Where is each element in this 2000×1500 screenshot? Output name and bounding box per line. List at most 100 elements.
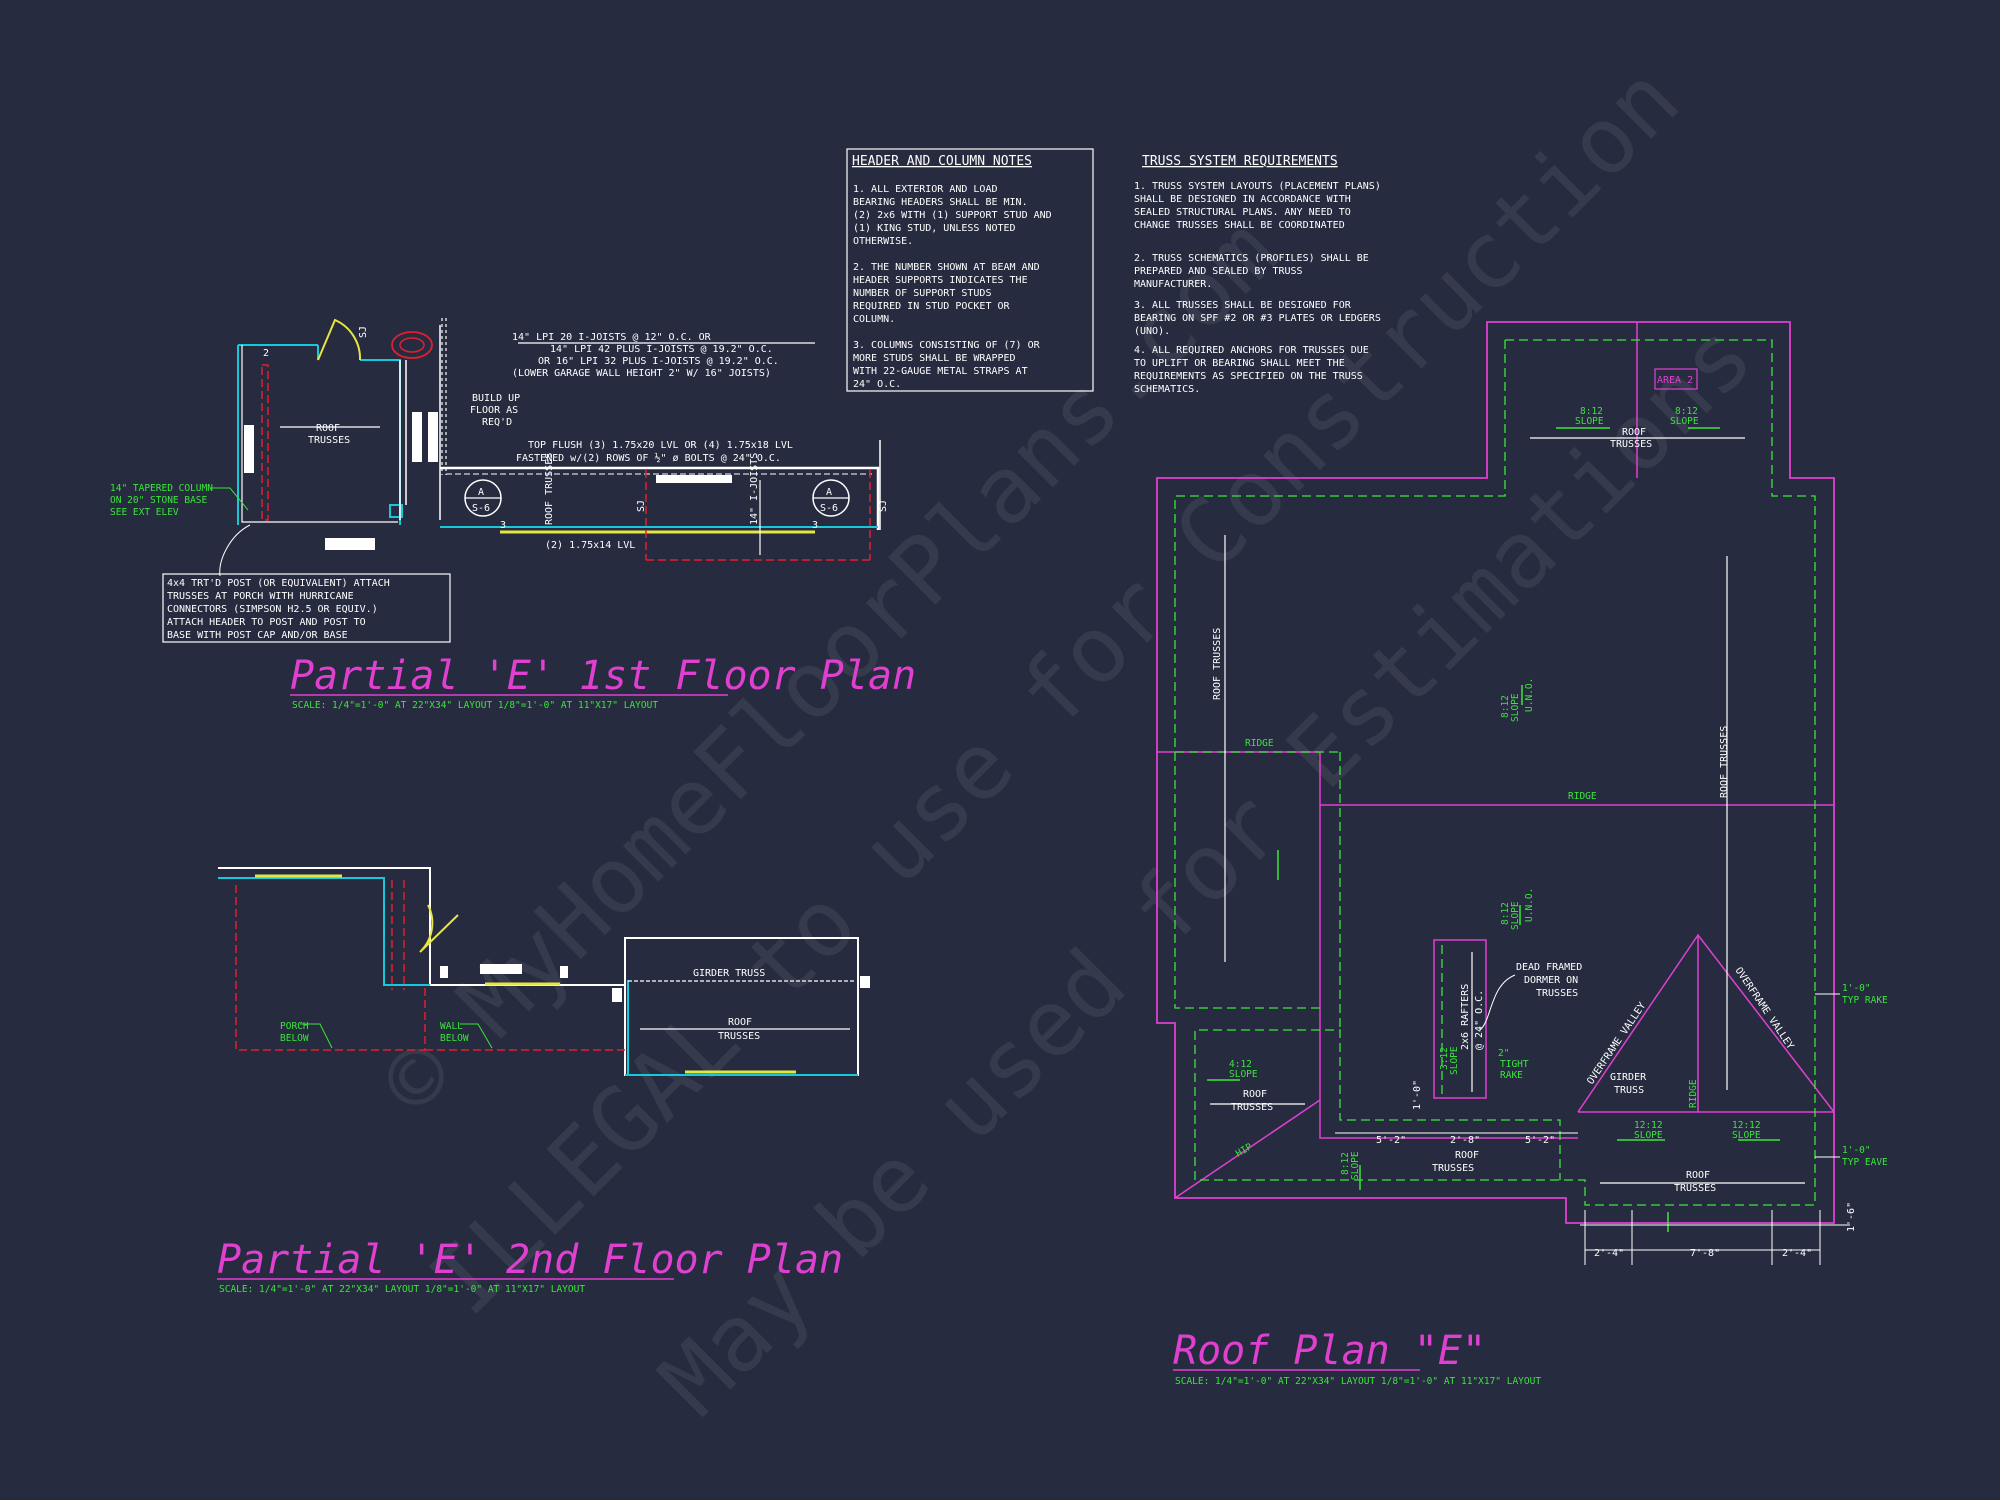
roof-trusses-label: ROOF [728, 1017, 752, 1028]
dimension-label: 5'-2" [1376, 1135, 1406, 1146]
truss-note-line: 2. TRUSS SCHEMATICS (PROFILES) SHALL BE [1134, 253, 1369, 264]
post-note-line: ATTACH HEADER TO POST AND POST TO [167, 617, 366, 628]
header-column-note-line: OTHERWISE. [853, 236, 913, 247]
wall-below-label: BELOW [440, 1033, 469, 1044]
roof-trusses-label: TRUSSES [718, 1031, 760, 1042]
sj-label: SJ [358, 326, 369, 338]
truss-note-line: BEARING ON SPF #2 OR #3 PLATES OR LEDGER… [1134, 313, 1381, 324]
slope-label: 4:12 [1229, 1059, 1252, 1070]
section-marker-letter: A [478, 487, 484, 498]
post-note-line: BASE WITH POST CAP AND/OR BASE [167, 630, 348, 641]
first-floor-plan: A S-6 A S-6 14" LPI 20 I-JOISTS @ 12" O.… [110, 318, 916, 711]
first-floor-scale: SCALE: 1/4"=1'-0" AT 22"X34" LAYOUT 1/8"… [292, 700, 658, 711]
sj-label: SJ [878, 500, 889, 512]
header-column-note-line: WITH 22-GAUGE METAL STRAPS AT [853, 366, 1028, 377]
roof-trusses-label: TRUSSES [1432, 1163, 1474, 1174]
joist-note-line: 14" LPI 42 PLUS I-JOISTS @ 19.2" O.C. [550, 344, 773, 355]
column-note: SEE EXT ELEV [110, 507, 179, 518]
area-2-label: AREA 2 [1657, 375, 1693, 386]
ridge-label: RIDGE [1568, 791, 1597, 802]
typ-rake-note: TYP RAKE [1842, 995, 1888, 1006]
section-marker-ref: S-6 [472, 503, 490, 514]
wall-number: 3 [812, 520, 818, 531]
girder-truss-label: GIRDER [1610, 1072, 1647, 1083]
truss-note-line: (UNO). [1134, 326, 1170, 337]
tight-rake-note: RAKE [1500, 1070, 1523, 1081]
header-column-note-line: MORE STUDS SHALL BE WRAPPED [853, 353, 1016, 364]
dormer-note: TRUSSES [1536, 988, 1578, 999]
joist-note-line: 14" LPI 20 I-JOISTS @ 12" O.C. OR [512, 332, 712, 343]
slope-label: U.N.O. [1524, 678, 1535, 712]
typ-rake-note: 1'-0" [1842, 983, 1871, 994]
header-column-note-line: 1. ALL EXTERIOR AND LOAD [853, 184, 998, 195]
slope-label: 12:12 [1732, 1120, 1761, 1131]
first-floor-plan-title: Partial 'E' 1st Floor Plan [290, 653, 916, 699]
slope-label: SLOPE [1350, 1151, 1361, 1180]
wall-number: 3 [500, 520, 506, 531]
slope-label: 8:12 [1500, 695, 1511, 718]
roof-plan-title: Roof Plan "E" [1173, 1328, 1486, 1374]
truss-note-line: 4. ALL REQUIRED ANCHORS FOR TRUSSES DUE [1134, 345, 1369, 356]
roof-trusses-label: TRUSSES [308, 435, 350, 446]
dimension-label: 1'-6" [1846, 1202, 1857, 1232]
slope-label: SLOPE [1575, 416, 1604, 427]
dormer-note: DORMER ON [1524, 975, 1578, 986]
truss-note-line: CHANGE TRUSSES SHALL BE COORDINATED [1134, 220, 1345, 231]
hip-label: HIP [1234, 1141, 1255, 1159]
dimension-label: 1'-0" [1412, 1080, 1423, 1110]
slope-label: 8:12 [1675, 406, 1698, 417]
roof-trusses-label: ROOF [1455, 1150, 1479, 1161]
section-marker-ref: S-6 [820, 503, 838, 514]
dimension-label: 2'-4" [1782, 1248, 1812, 1259]
truss-note-line: SHALL BE DESIGNED IN ACCORDANCE WITH [1134, 194, 1351, 205]
build-up-note: REQ'D [482, 417, 512, 428]
porch-below-label: PORCH [280, 1021, 309, 1032]
slope-label: 8:12 [1340, 1152, 1351, 1175]
truss-note-line: REQUIREMENTS AS SPECIFIED ON THE TRUSS [1134, 371, 1363, 382]
girder-truss-label: GIRDER TRUSS [693, 968, 765, 979]
porch-below-label: BELOW [280, 1033, 309, 1044]
slope-label: SLOPE [1634, 1130, 1663, 1141]
roof-trusses-label: ROOF [1686, 1170, 1710, 1181]
tight-rake-note: 2" [1498, 1048, 1509, 1059]
slope-label: 12:12 [1634, 1120, 1663, 1131]
slope-label: 8:12 [1580, 406, 1603, 417]
truss-note-line: PREPARED AND SEALED BY TRUSS [1134, 266, 1303, 277]
typ-eave-note: TYP EAVE [1842, 1157, 1888, 1168]
slope-label: U.N.O. [1524, 888, 1535, 922]
dimension-label: 2'-4" [1594, 1248, 1624, 1259]
slope-label: SLOPE [1670, 416, 1699, 427]
overframe-valley-label: OVERFRAME VALLEY [1733, 966, 1796, 1052]
build-up-note: BUILD UP [472, 393, 520, 404]
joist-note-line: (LOWER GARAGE WALL HEIGHT 2" W/ 16" JOIS… [512, 368, 771, 379]
truss-note-line: MANUFACTURER. [1134, 279, 1212, 290]
dimension-label: 5'-2" [1525, 1135, 1555, 1146]
roof-plan-scale: SCALE: 1/4"=1'-0" AT 22"X34" LAYOUT 1/8"… [1175, 1376, 1541, 1387]
roof-trusses-vertical: ROOF TRUSSES [1212, 628, 1223, 700]
watermark: © MyHomeFloorPlans.com ILLEGAL to use fo… [360, 46, 1773, 1436]
roof-trusses-label: TRUSSES [1610, 439, 1652, 450]
top-flush-note: FASTENED w/(2) ROWS OF ½" ø BOLTS @ 24" … [516, 452, 781, 464]
header-column-note-line: 24" O.C. [853, 379, 901, 390]
slope-label: SLOPE [1449, 1046, 1460, 1075]
roof-trusses-label: TRUSSES [1231, 1102, 1273, 1113]
header-column-note-line: 3. COLUMNS CONSISTING OF (7) OR [853, 340, 1041, 351]
slope-label: SLOPE [1229, 1069, 1258, 1080]
typ-eave-note: 1'-0" [1842, 1145, 1871, 1156]
truss-system-notes: TRUSS SYSTEM REQUIREMENTS 1. TRUSS SYSTE… [1134, 154, 1381, 395]
wall-number: 2 [263, 348, 269, 359]
slope-label: SLOPE [1510, 901, 1521, 930]
header-column-note-line: REQUIRED IN STUD POCKET OR [853, 301, 1011, 312]
header-column-notes-title: HEADER AND COLUMN NOTES [852, 154, 1032, 169]
rafters-label: 2x6 RAFTERS [1460, 984, 1471, 1050]
slope-label: 3:12 [1439, 1047, 1450, 1070]
wall-below-label: WALL [440, 1021, 463, 1032]
slope-label: 8:12 [1500, 902, 1511, 925]
second-floor-scale: SCALE: 1/4"=1'-0" AT 22"X34" LAYOUT 1/8"… [219, 1284, 585, 1295]
roof-trusses-label: ROOF [1243, 1089, 1267, 1100]
header-column-notes: HEADER AND COLUMN NOTES 1. ALL EXTERIOR … [846, 148, 1094, 392]
rafters-spacing: @ 24" O.C. [1474, 990, 1485, 1050]
roof-trusses-label: TRUSSES [1674, 1183, 1716, 1194]
header-column-note-line: (1) KING STUD, UNLESS NOTED [853, 223, 1016, 234]
